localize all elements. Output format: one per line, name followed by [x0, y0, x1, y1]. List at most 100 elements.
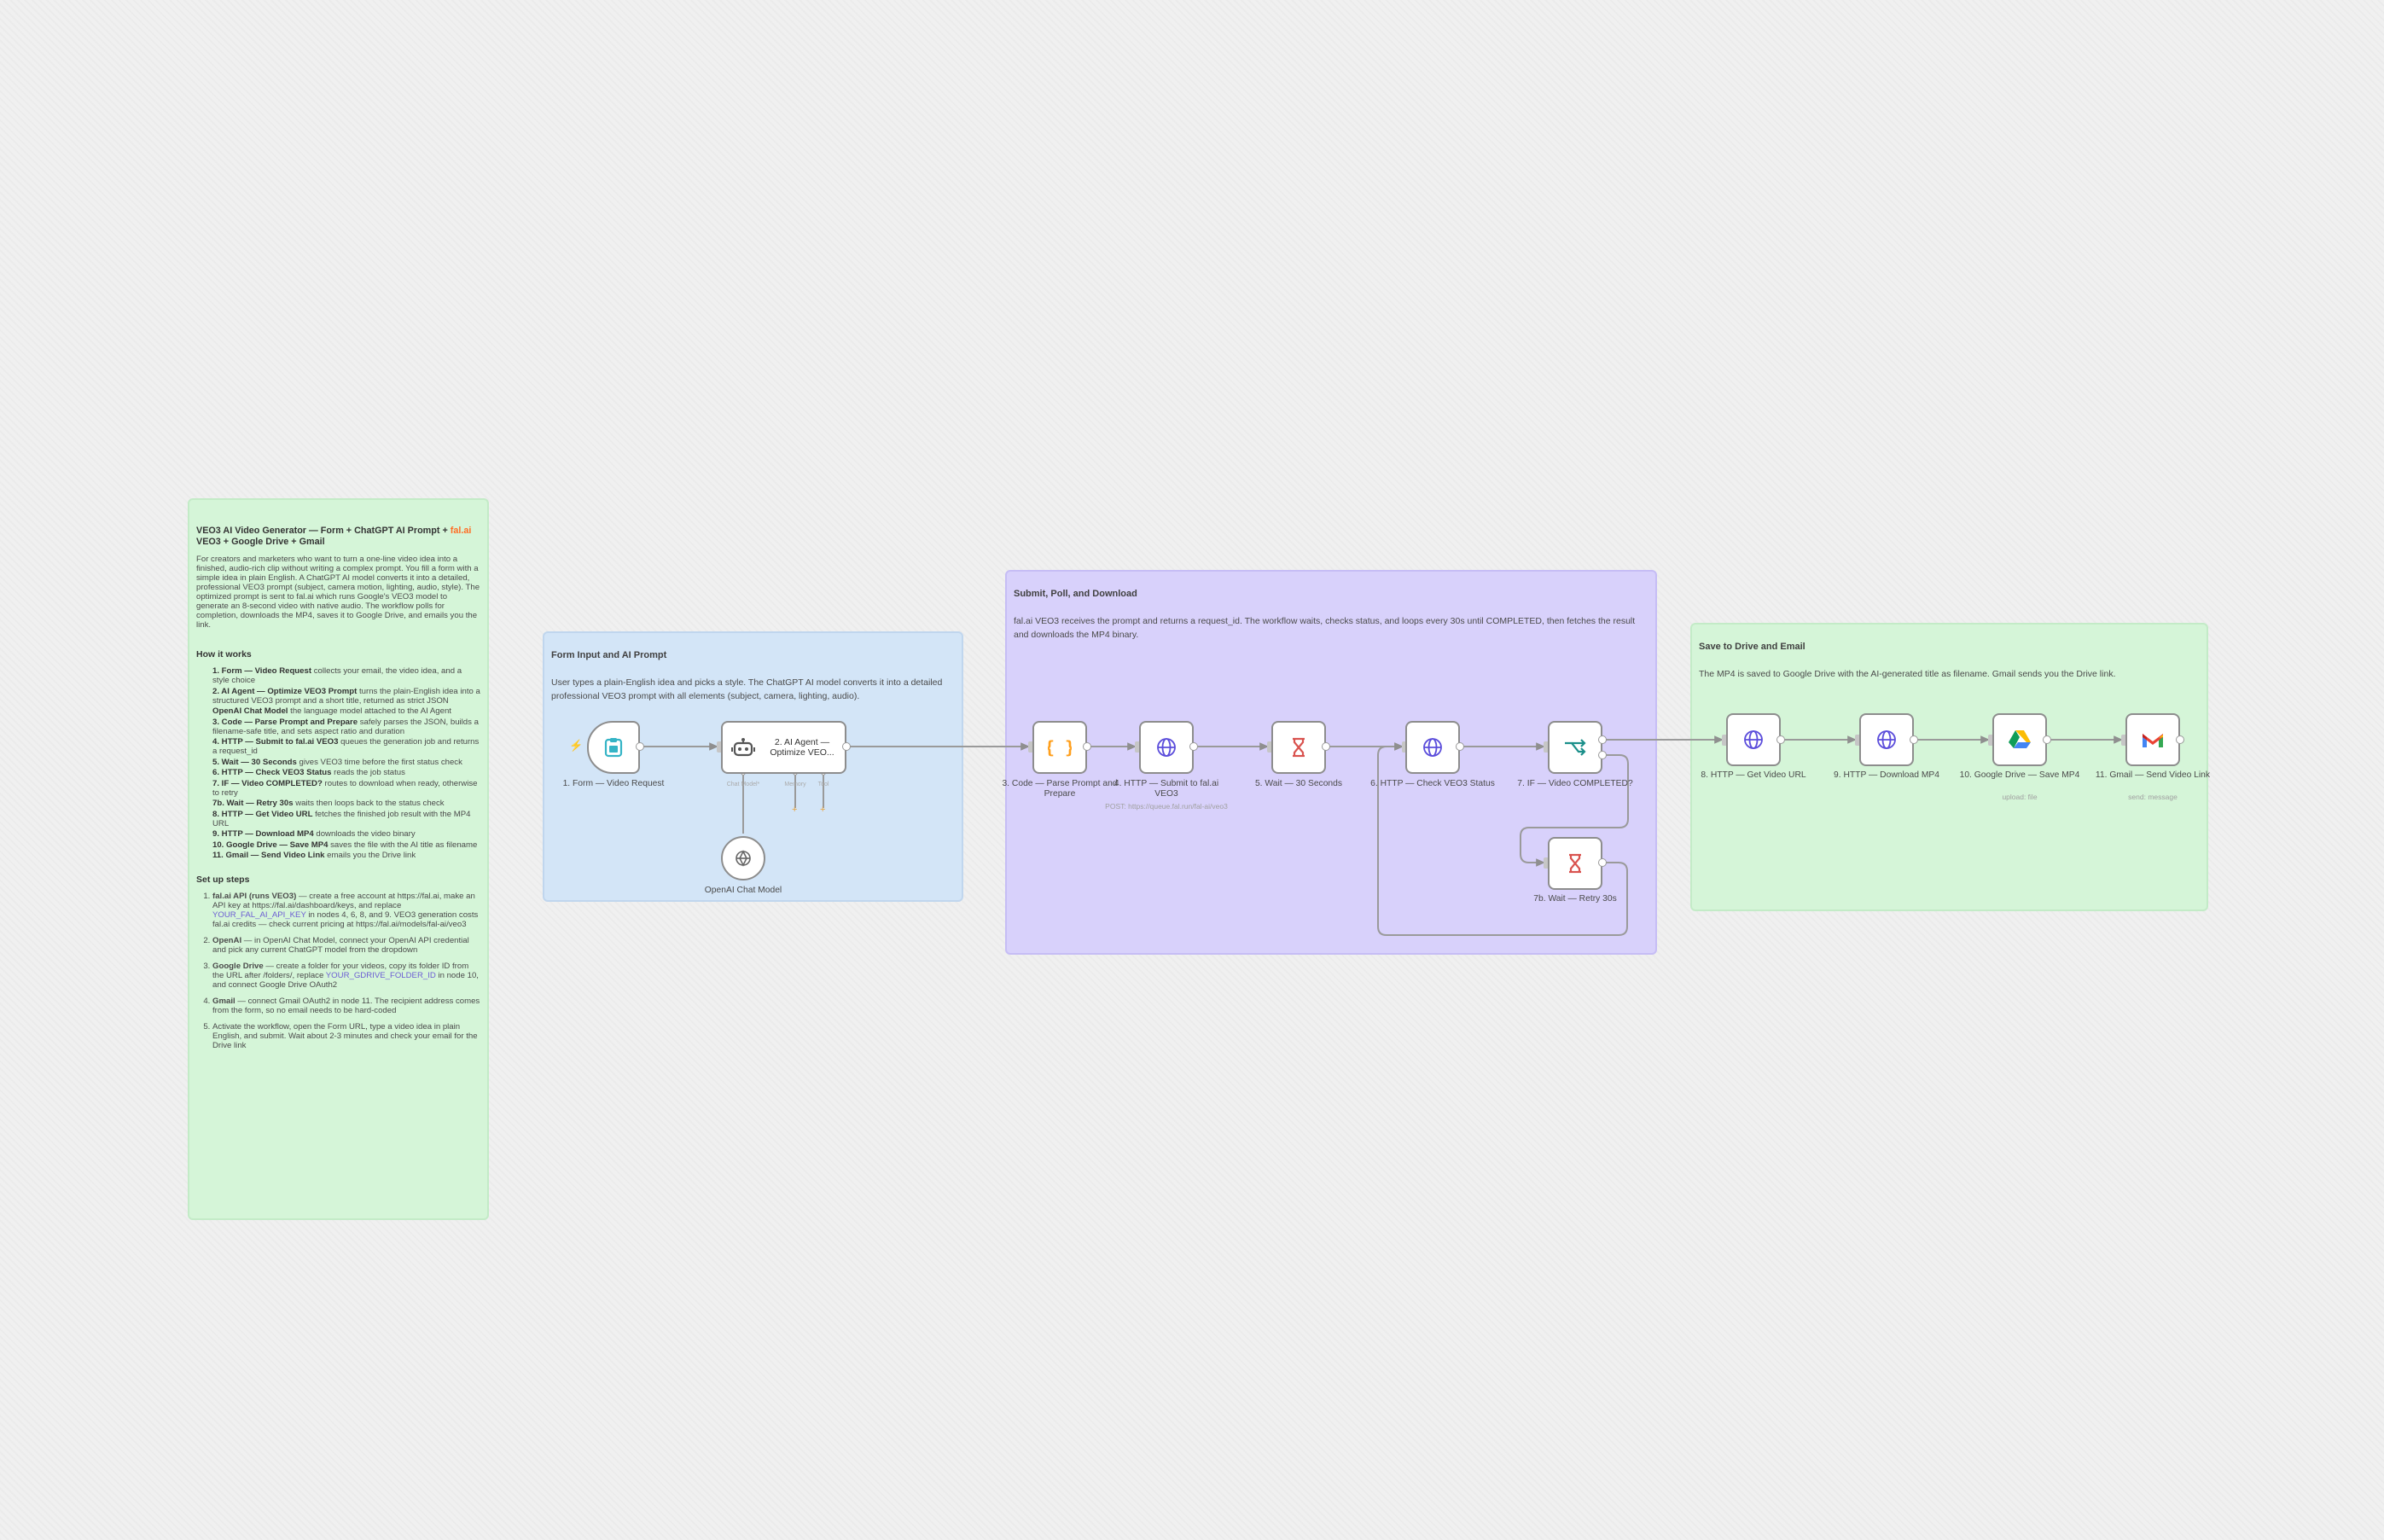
robot-icon	[731, 738, 755, 757]
node-geturl-label: 8. HTTP — Get Video URL	[1701, 770, 1806, 780]
how-it-works-item: 2. AI Agent — Optimize VEO3 Prompt turns…	[212, 686, 480, 706]
node-wait-label: 5. Wait — 30 Seconds	[1254, 779, 1343, 788]
node-get-video-url[interactable]	[1726, 713, 1781, 766]
port-out-gdrive[interactable]	[2043, 735, 2051, 744]
how-it-works-item: 7b. Wait — Retry 30s waits then loops ba…	[212, 799, 445, 808]
port-out-wait[interactable]	[1322, 742, 1330, 751]
how-it-works-list: 1. Form — Video Request collects your em…	[196, 666, 480, 860]
how-it-works-item: 9. HTTP — Download MP4 downloads the vid…	[212, 829, 416, 839]
overview-title: VEO3 AI Video Generator — Form + ChatGPT…	[196, 526, 472, 547]
node-openai-chat-model[interactable]	[721, 836, 765, 880]
add-tool-plus-icon[interactable]: +	[820, 805, 826, 815]
form-icon	[604, 738, 623, 758]
how-it-works-item: 5. Wait — 30 Seconds gives VEO3 time bef…	[212, 757, 462, 767]
node-openai-label: OpenAI Chat Model	[704, 886, 782, 895]
sticky-submit-desc: fal.ai VEO3 receives the prompt and retu…	[1014, 616, 1636, 640]
svg-text:{ }: { }	[1048, 737, 1072, 758]
port-in-if[interactable]	[1544, 741, 1550, 753]
setup-step: Activate the workflow, open the Form URL…	[212, 1022, 480, 1050]
port-out-check[interactable]	[1456, 742, 1464, 751]
node-if-completed[interactable]	[1548, 721, 1602, 774]
overview-intro: For creators and marketers who want to t…	[196, 555, 480, 630]
node-submit-label: 4. HTTP — Submit to fal.ai VEO3	[1114, 779, 1219, 799]
node-gdrive-label: 10. Google Drive — Save MP4	[1959, 770, 2080, 780]
sticky-note-save-email[interactable]: Save to Drive and Email The MP4 is saved…	[1690, 623, 2208, 911]
node-wait-30s[interactable]	[1271, 721, 1326, 774]
edge-if-false-retry	[1520, 754, 1629, 867]
setup-step: Google Drive — create a folder for your …	[212, 962, 480, 990]
setup-steps-heading: Set up steps	[196, 875, 250, 885]
sticky-form-desc: User types a plain-English idea and pick…	[551, 677, 943, 701]
node-gmail[interactable]	[2125, 713, 2180, 766]
port-in-download[interactable]	[1855, 735, 1861, 746]
node-code-label: 3. Code — Parse Prompt and Prepare	[1002, 779, 1118, 799]
node-form-video-request[interactable]	[587, 721, 640, 774]
port-out-gmail[interactable]	[2176, 735, 2184, 744]
how-it-works-item: 8. HTTP — Get Video URL fetches the fini…	[212, 809, 471, 828]
code-braces-icon: { }	[1048, 737, 1072, 758]
node-check-status[interactable]	[1405, 721, 1460, 774]
sticky-form-title: Form Input and AI Prompt	[551, 650, 667, 660]
port-in-retry[interactable]	[1544, 857, 1550, 869]
sticky-save-desc: The MP4 is saved to Google Drive with th…	[1699, 669, 2116, 679]
node-form-label: 1. Form — Video Request	[562, 779, 665, 788]
node-google-drive[interactable]	[1992, 713, 2047, 766]
google-drive-icon	[2009, 730, 2031, 748]
node-ai-agent[interactable]: 2. AI Agent — Optimize VEO...	[721, 721, 846, 774]
edge-retry-loop	[1377, 742, 1628, 936]
port-out-submit[interactable]	[1189, 742, 1198, 751]
port-out-download[interactable]	[1910, 735, 1918, 744]
node-gdrive-sublabel: upload: file	[2002, 793, 2038, 801]
how-it-works-item: 6. HTTP — Check VEO3 Status reads the jo…	[212, 768, 405, 777]
port-out-retry[interactable]	[1598, 858, 1607, 867]
node-submit-sublabel: POST: https://queue.fal.run/fal-ai/veo3	[1105, 802, 1228, 811]
sticky-save-title: Save to Drive and Email	[1699, 642, 1805, 652]
trigger-bolt-icon: ⚡	[569, 739, 584, 752]
sticky-note-overview[interactable]: VEO3 AI Video Generator — Form + ChatGPT…	[188, 498, 489, 1220]
port-in-code[interactable]	[1028, 741, 1034, 753]
hourglass-icon	[1569, 853, 1581, 874]
node-wait-retry[interactable]	[1548, 837, 1602, 890]
port-out-form[interactable]	[636, 742, 644, 751]
port-in-wait[interactable]	[1267, 741, 1273, 753]
node-download-label: 9. HTTP — Download MP4	[1834, 770, 1939, 780]
how-it-works-item: 4. HTTP — Submit to fal.ai VEO3 queues t…	[212, 737, 480, 756]
node-if-label: 7. IF — Video COMPLETED?	[1517, 779, 1633, 788]
port-in-agent[interactable]	[717, 741, 723, 753]
port-out-code[interactable]	[1083, 742, 1091, 751]
how-it-works-item: 7. IF — Video COMPLETED? routes to downl…	[212, 778, 478, 798]
port-out-if-true[interactable]	[1598, 735, 1607, 744]
port-in-submit[interactable]	[1135, 741, 1141, 753]
globe-icon	[1744, 730, 1763, 749]
port-in-geturl[interactable]	[1722, 735, 1728, 746]
port-out-if-false[interactable]	[1598, 751, 1607, 759]
if-branch-icon	[1565, 739, 1586, 756]
how-it-works-item: 10. Google Drive — Save MP4 saves the fi…	[212, 840, 478, 850]
node-gmail-sublabel: send: message	[2128, 793, 2178, 801]
setup-step: fal.ai API (runs VEO3) — create a free a…	[212, 892, 480, 929]
setup-steps-list: fal.ai API (runs VEO3) — create a free a…	[196, 892, 480, 1050]
how-it-works-heading: How it works	[196, 649, 252, 660]
openai-icon	[736, 850, 751, 867]
globe-icon	[1157, 738, 1176, 757]
node-check-label: 6. HTTP — Check VEO3 Status	[1370, 779, 1495, 788]
setup-step: Gmail — connect Gmail OAuth2 in node 11.…	[212, 997, 480, 1015]
port-memory-label: Memory	[784, 782, 806, 787]
port-chat-model-label: Chat Model*	[726, 782, 760, 787]
port-in-check[interactable]	[1402, 741, 1408, 753]
setup-step: OpenAI — in OpenAI Chat Model, connect y…	[212, 936, 480, 955]
port-in-gdrive[interactable]	[1988, 735, 1994, 746]
add-memory-plus-icon[interactable]: +	[792, 805, 798, 815]
port-out-geturl[interactable]	[1776, 735, 1785, 744]
hourglass-icon	[1293, 737, 1305, 758]
how-it-works-item: 3. Code — Parse Prompt and Prepare safel…	[212, 717, 479, 736]
gmail-icon	[2143, 734, 2163, 747]
port-out-agent[interactable]	[842, 742, 851, 751]
node-download-mp4[interactable]	[1859, 713, 1914, 766]
node-http-submit[interactable]	[1139, 721, 1194, 774]
how-it-works-item: 11. Gmail — Send Video Link emails you t…	[212, 851, 416, 860]
port-in-gmail[interactable]	[2121, 735, 2127, 746]
node-code-parse-prompt[interactable]: { }	[1032, 721, 1087, 774]
sticky-submit-title: Submit, Poll, and Download	[1014, 589, 1137, 599]
